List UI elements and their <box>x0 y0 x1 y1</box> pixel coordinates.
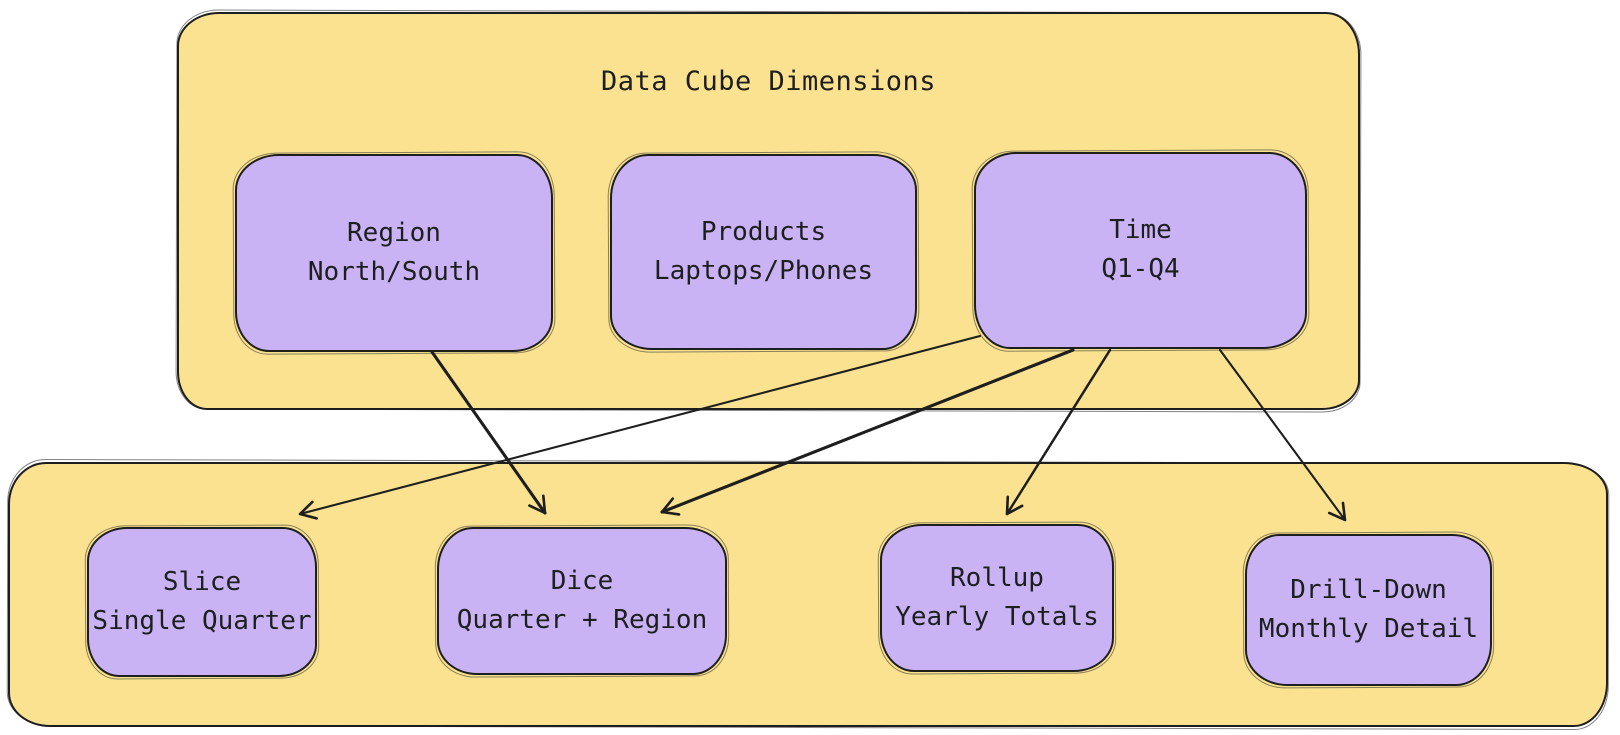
node-slice: Slice Single Quarter <box>87 527 317 677</box>
node-region-title: Region <box>347 217 441 248</box>
node-products-subtitle: Laptops/Phones <box>653 255 874 286</box>
node-region: Region North/South <box>235 154 553 352</box>
node-time-title: Time <box>1109 215 1172 246</box>
node-time-subtitle: Q1-Q4 <box>1101 254 1180 284</box>
node-drilldown-title: Drill-Down <box>1290 574 1447 605</box>
group-dimensions-title: Data Cube Dimensions <box>600 66 937 97</box>
node-rollup-subtitle: Yearly Totals <box>895 601 1099 632</box>
node-time: Time Q1-Q4 <box>974 152 1307 349</box>
node-region-subtitle: North/South <box>307 256 481 287</box>
node-drilldown-subtitle: Monthly Detail <box>1258 613 1479 644</box>
node-dice-subtitle: Quarter + Region <box>456 604 708 635</box>
group-operations: Slice Single Quarter Dice Quarter + Regi… <box>8 462 1608 727</box>
node-dice-title: Dice <box>550 565 614 596</box>
node-rollup-title: Rollup <box>950 562 1044 593</box>
node-products: Products Laptops/Phones <box>610 154 917 350</box>
node-rollup: Rollup Yearly Totals <box>880 524 1114 672</box>
node-drilldown: Drill-Down Monthly Detail <box>1245 534 1492 686</box>
node-slice-subtitle: Single Quarter <box>92 605 312 636</box>
node-dice: Dice Quarter + Region <box>437 527 727 675</box>
group-dimensions: Data Cube Dimensions Region North/South … <box>177 12 1360 410</box>
node-slice-title: Slice <box>162 566 242 597</box>
node-products-title: Products <box>700 216 827 247</box>
